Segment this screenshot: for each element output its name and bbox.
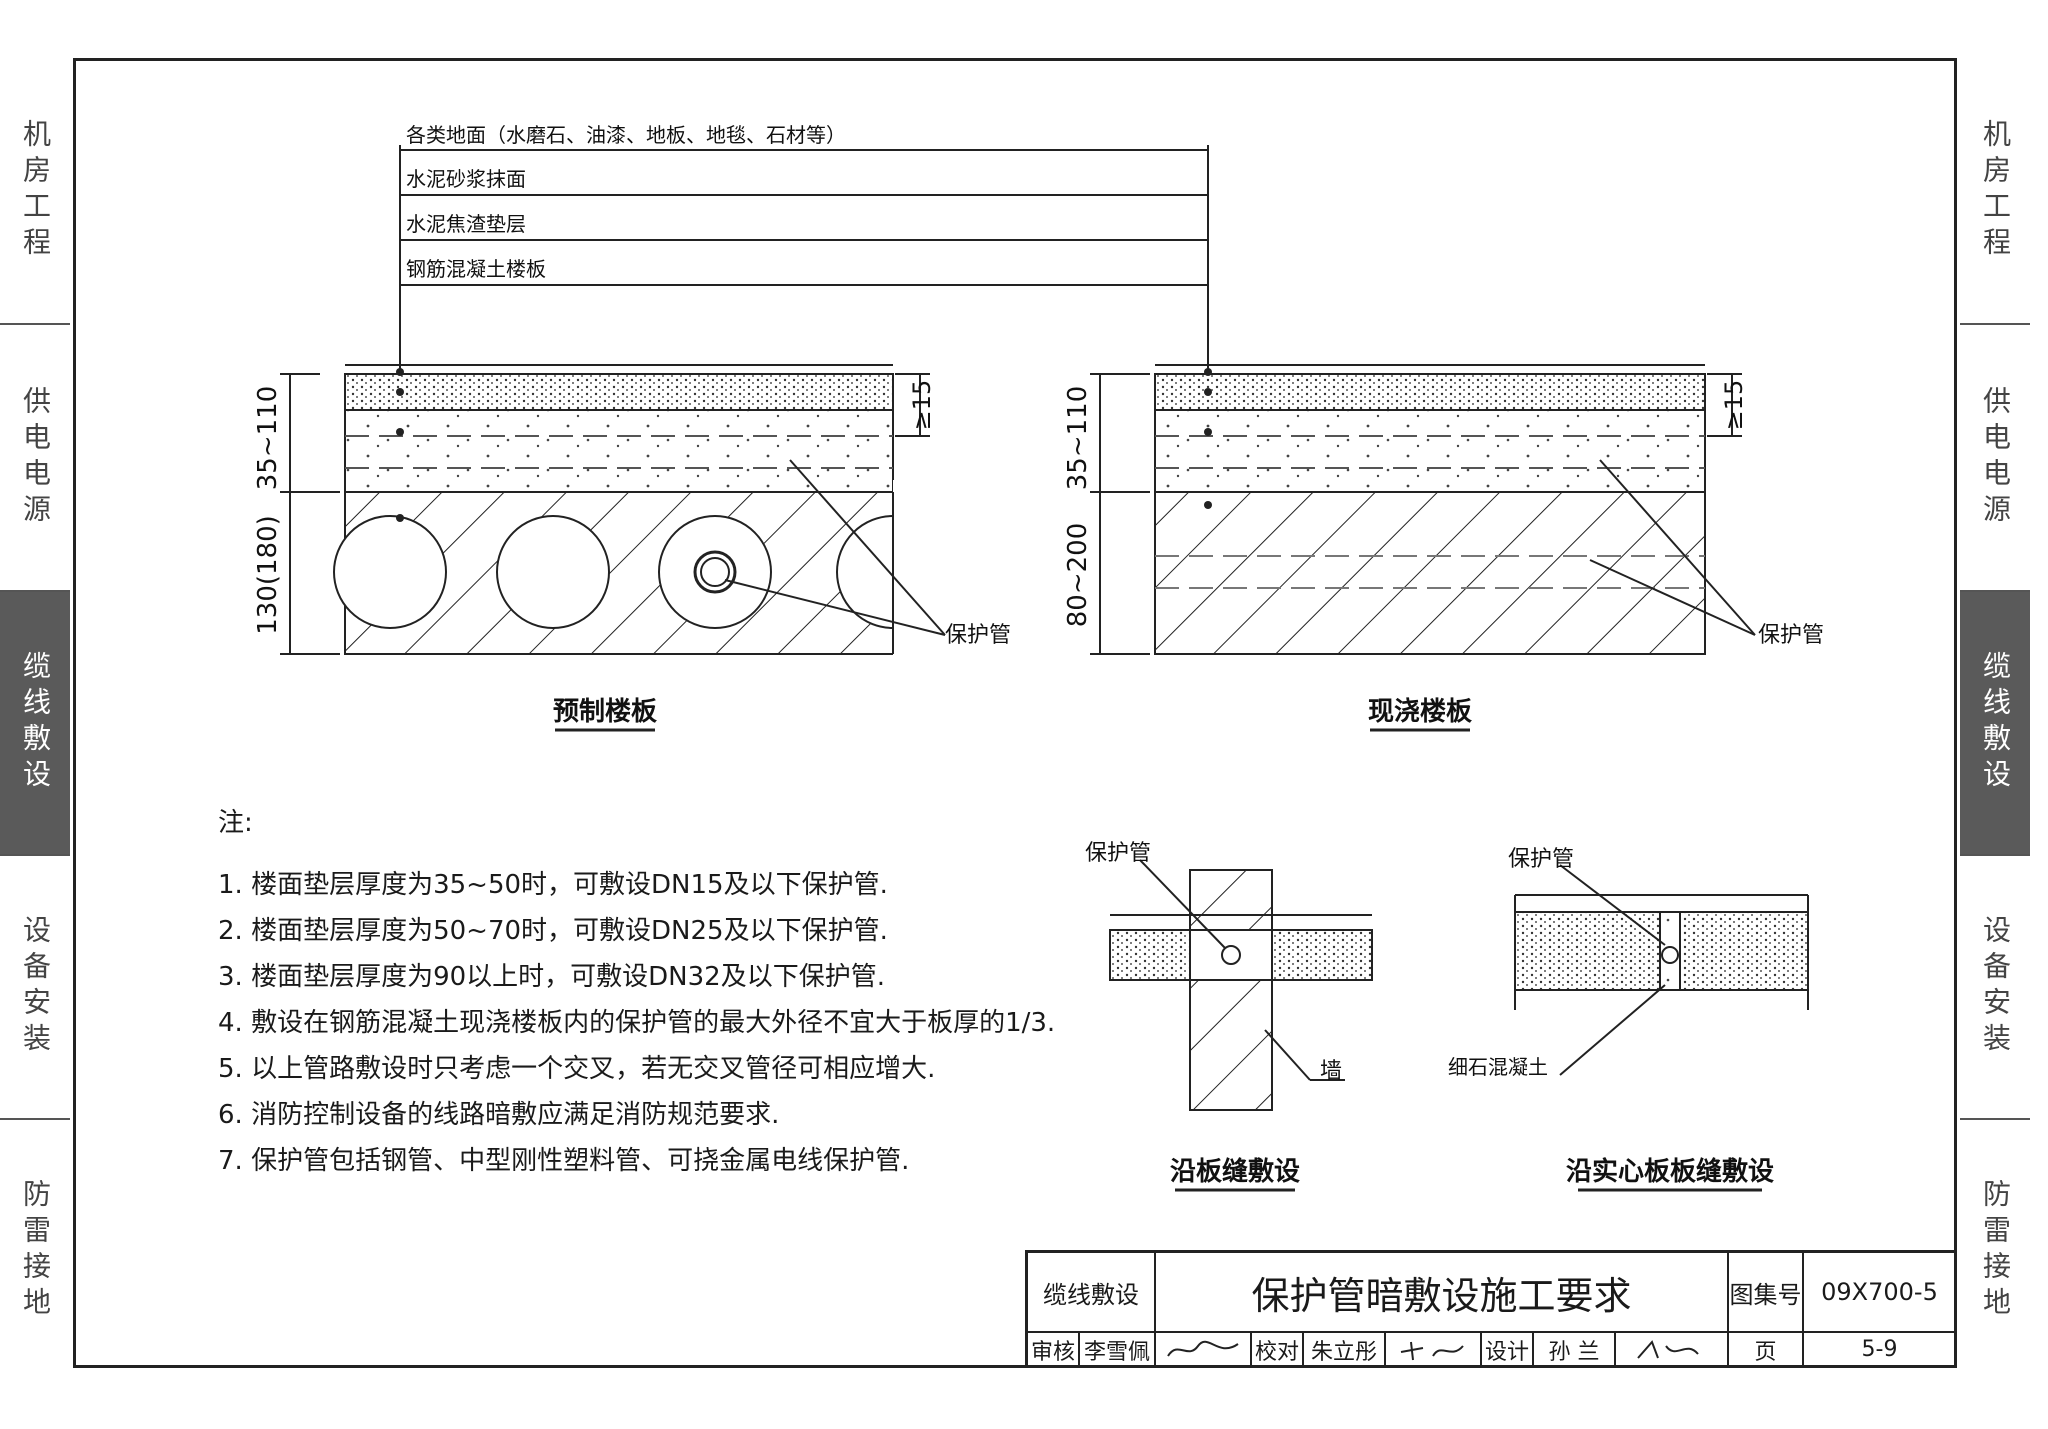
notes-section: 注: 1. 楼面垫层厚度为35~50时，可敷设DN15及以下保护管. 2. 楼面…	[218, 800, 1055, 1184]
precast-title: 预制楼板	[553, 697, 657, 727]
layer-label-4: 钢筋混凝土楼板	[406, 257, 546, 281]
precast-slab-section: 35~110 130(180) ≥15 保护管 预制楼板	[253, 364, 1011, 732]
castinplace-dim-top: 35~110	[1063, 386, 1093, 491]
precast-dim-top: 35~110	[253, 386, 283, 491]
title-block: 缆线敷设 保护管暗敷设施工要求 图集号 09X700-5 审核 李雪佩 校对 朱…	[1025, 1250, 1957, 1368]
castinplace-pipe-label: 保护管	[1758, 623, 1824, 648]
designer-signature	[1616, 1333, 1729, 1368]
joint1-title: 沿板缝敷设	[1170, 1156, 1300, 1187]
category-cell: 缆线敷设	[1028, 1253, 1156, 1333]
precast-pipe-label: 保护管	[945, 623, 1011, 648]
page-label: 页	[1729, 1333, 1804, 1368]
side-tab-equipment[interactable]: 设备安装	[1960, 856, 2030, 1120]
joint2-concrete-label: 细石混凝土	[1448, 1055, 1548, 1079]
layer-label-2: 水泥砂浆抹面	[406, 167, 526, 191]
side-tab-lightning[interactable]: 防雷接地	[19, 1179, 52, 1323]
note-item: 5. 以上管路敷设时只考虑一个交叉，若无交叉管径可相应增大.	[218, 1054, 936, 1084]
side-tab-power-supply[interactable]: 供电电源	[1960, 325, 2030, 592]
layer-label-3: 水泥焦渣垫层	[406, 212, 526, 236]
layer-label-1: 各类地面（水磨石、油漆、地板、地毯、石材等）	[406, 123, 846, 147]
precast-dim-bottom: 130(180)	[253, 515, 283, 635]
atlas-number: 09X700-5	[1804, 1253, 1957, 1333]
layer-callouts: 各类地面（水磨石、油漆、地板、地毯、石材等） 水泥砂浆抹面 水泥焦渣垫层 钢筋混…	[399, 123, 1209, 372]
note-item: 6. 消防控制设备的线路暗敷应满足消防规范要求.	[218, 1100, 780, 1130]
joint-detail-solid-slab: 保护管 细石混凝土 沿实心板板缝敷设	[1448, 847, 1809, 1192]
note-item: 7. 保护管包括钢管、中型刚性塑料管、可挠金属电线保护管.	[218, 1146, 910, 1176]
note-item: 3. 楼面垫层厚度为90以上时，可敷设DN32及以下保护管.	[218, 962, 885, 992]
reviewer-name: 李雪佩	[1080, 1333, 1156, 1368]
side-tab-machine-room[interactable]: 机房工程	[0, 58, 70, 325]
note-item: 2. 楼面垫层厚度为50~70时，可敷设DN25及以下保护管.	[218, 916, 888, 946]
castinplace-dim-side: ≥15	[1720, 380, 1748, 431]
notes-header: 注:	[218, 808, 253, 838]
check-label: 校对	[1252, 1333, 1304, 1368]
drawing-frame	[73, 58, 1957, 1368]
designer-name: 孙 兰	[1534, 1333, 1616, 1368]
side-nav-left: 机房工程 供电电源 缆线敷设 设备安装 防雷接地	[0, 58, 70, 1382]
side-tab-cabling[interactable]: 缆线敷设	[0, 592, 70, 856]
page-number: 5-9	[1804, 1333, 1957, 1368]
side-tab-lightning[interactable]: 防雷接地	[1979, 1179, 2012, 1323]
review-label: 审核	[1028, 1333, 1080, 1368]
side-tab-power-supply[interactable]: 供电电源	[0, 325, 70, 592]
castinplace-dim-bottom: 80~200	[1063, 523, 1093, 628]
precast-dim-side: ≥15	[908, 380, 936, 431]
joint-detail-wall: 保护管 墙 沿板缝敷设	[1085, 841, 1373, 1192]
side-nav-right: 机房工程 供电电源 缆线敷设 设备安装 防雷接地	[1960, 58, 2030, 1382]
castinplace-slab-section: 35~110 80~200 ≥15 保护管 现浇楼板	[1063, 364, 1824, 732]
note-item: 1. 楼面垫层厚度为35~50时，可敷设DN15及以下保护管.	[218, 870, 888, 900]
reviewer-signature	[1156, 1333, 1252, 1368]
joint1-pipe-label: 保护管	[1085, 841, 1151, 866]
side-tab-cabling[interactable]: 缆线敷设	[1960, 592, 2030, 856]
drawing-title: 保护管暗敷设施工要求	[1156, 1253, 1729, 1333]
note-item: 4. 敷设在钢筋混凝土现浇楼板内的保护管的最大外径不宜大于板厚的1/3.	[218, 1008, 1056, 1038]
joint2-title: 沿实心板板缝敷设	[1566, 1156, 1774, 1187]
joint1-wall-label: 墙	[1320, 1059, 1342, 1084]
design-label: 设计	[1482, 1333, 1534, 1368]
side-tab-machine-room[interactable]: 机房工程	[1960, 58, 2030, 325]
castinplace-title: 现浇楼板	[1368, 697, 1472, 727]
atlas-label: 图集号	[1729, 1253, 1804, 1333]
checker-signature	[1386, 1333, 1482, 1368]
joint2-pipe-label: 保护管	[1508, 847, 1574, 872]
checker-name: 朱立彤	[1304, 1333, 1386, 1368]
side-tab-equipment[interactable]: 设备安装	[0, 856, 70, 1120]
